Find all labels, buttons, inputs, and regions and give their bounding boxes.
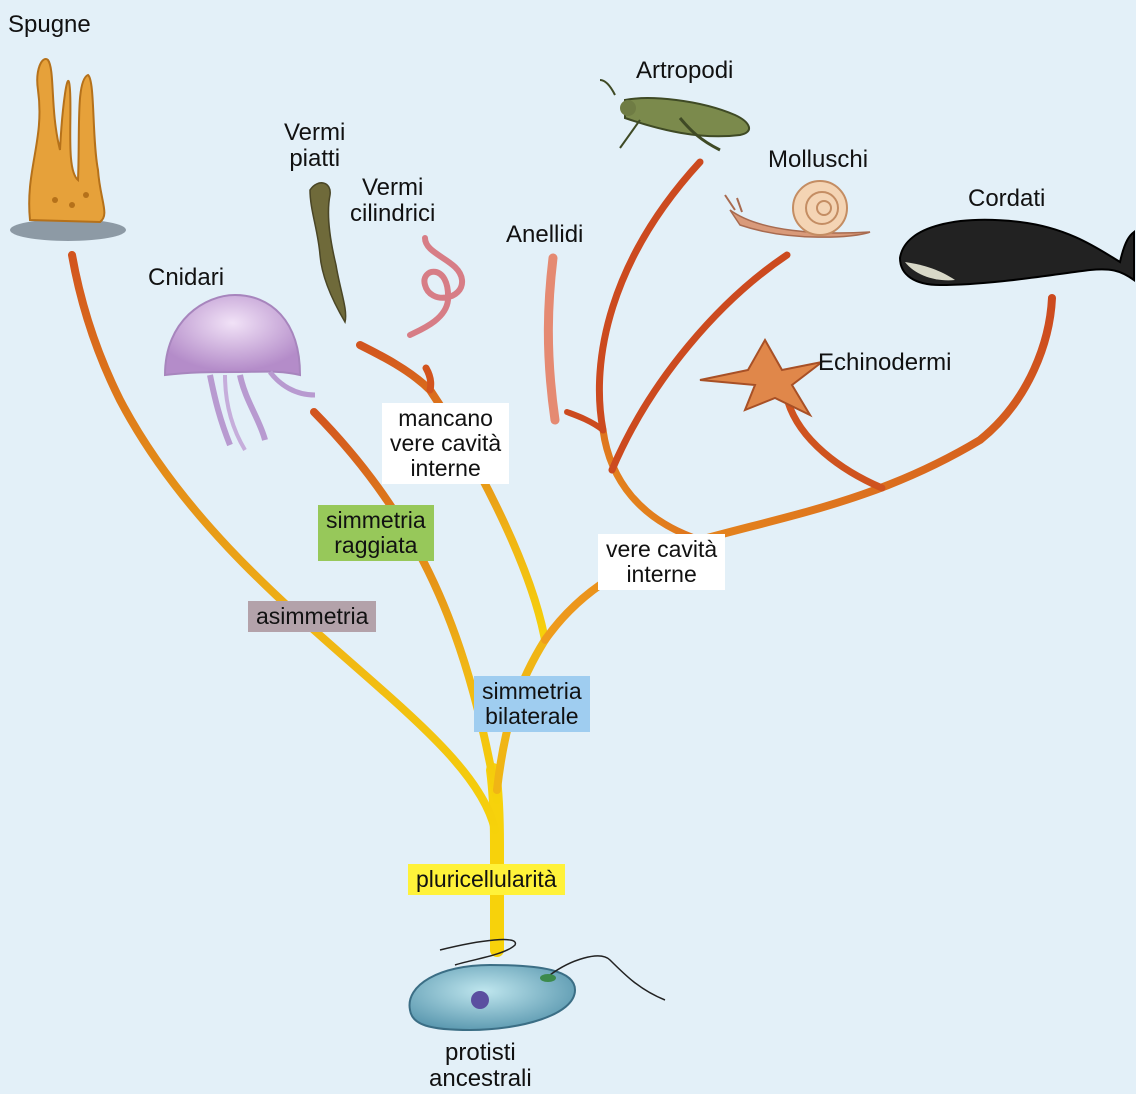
starfish-icon	[700, 340, 822, 415]
protist-icon	[410, 940, 665, 1030]
acoelomate-branch	[360, 345, 545, 640]
label-protisti-ancestrali: protisti ancestrali	[429, 1040, 532, 1092]
trait-simmetria-bilaterale: simmetria bilaterale	[474, 676, 590, 732]
trait-mancano-cavita: mancano vere cavità interne	[382, 403, 509, 484]
label-artropodi: Artropodi	[636, 58, 733, 84]
label-anellidi: Anellidi	[506, 222, 583, 248]
label-cnidari: Cnidari	[148, 265, 224, 291]
echinodermi-branch	[788, 402, 882, 488]
sponge-icon	[10, 59, 126, 241]
label-vermi-piatti: Vermi piatti	[284, 120, 345, 172]
label-vermi-cilindrici: Vermi cilindrici	[350, 175, 435, 227]
earthworm-icon	[548, 258, 555, 420]
whale-icon	[900, 220, 1134, 285]
snail-icon	[725, 181, 870, 237]
jellyfish-icon	[165, 295, 315, 450]
protostome-branch	[603, 430, 700, 540]
trait-vere-cavita: vere cavità interne	[598, 534, 725, 590]
label-molluschi: Molluschi	[768, 147, 868, 173]
trait-simmetria-raggiata: simmetria raggiata	[318, 505, 434, 561]
label-echinodermi: Echinodermi	[818, 350, 951, 376]
label-spugne: Spugne	[8, 12, 91, 38]
trait-asimmetria: asimmetria	[248, 601, 376, 632]
grasshopper-icon	[600, 80, 749, 150]
flatworm-icon	[310, 183, 346, 322]
trait-pluricellularita: pluricellularità	[408, 864, 565, 895]
artropodi-branch	[599, 162, 700, 430]
label-cordati: Cordati	[968, 186, 1045, 212]
roundworm-icon	[410, 238, 462, 335]
